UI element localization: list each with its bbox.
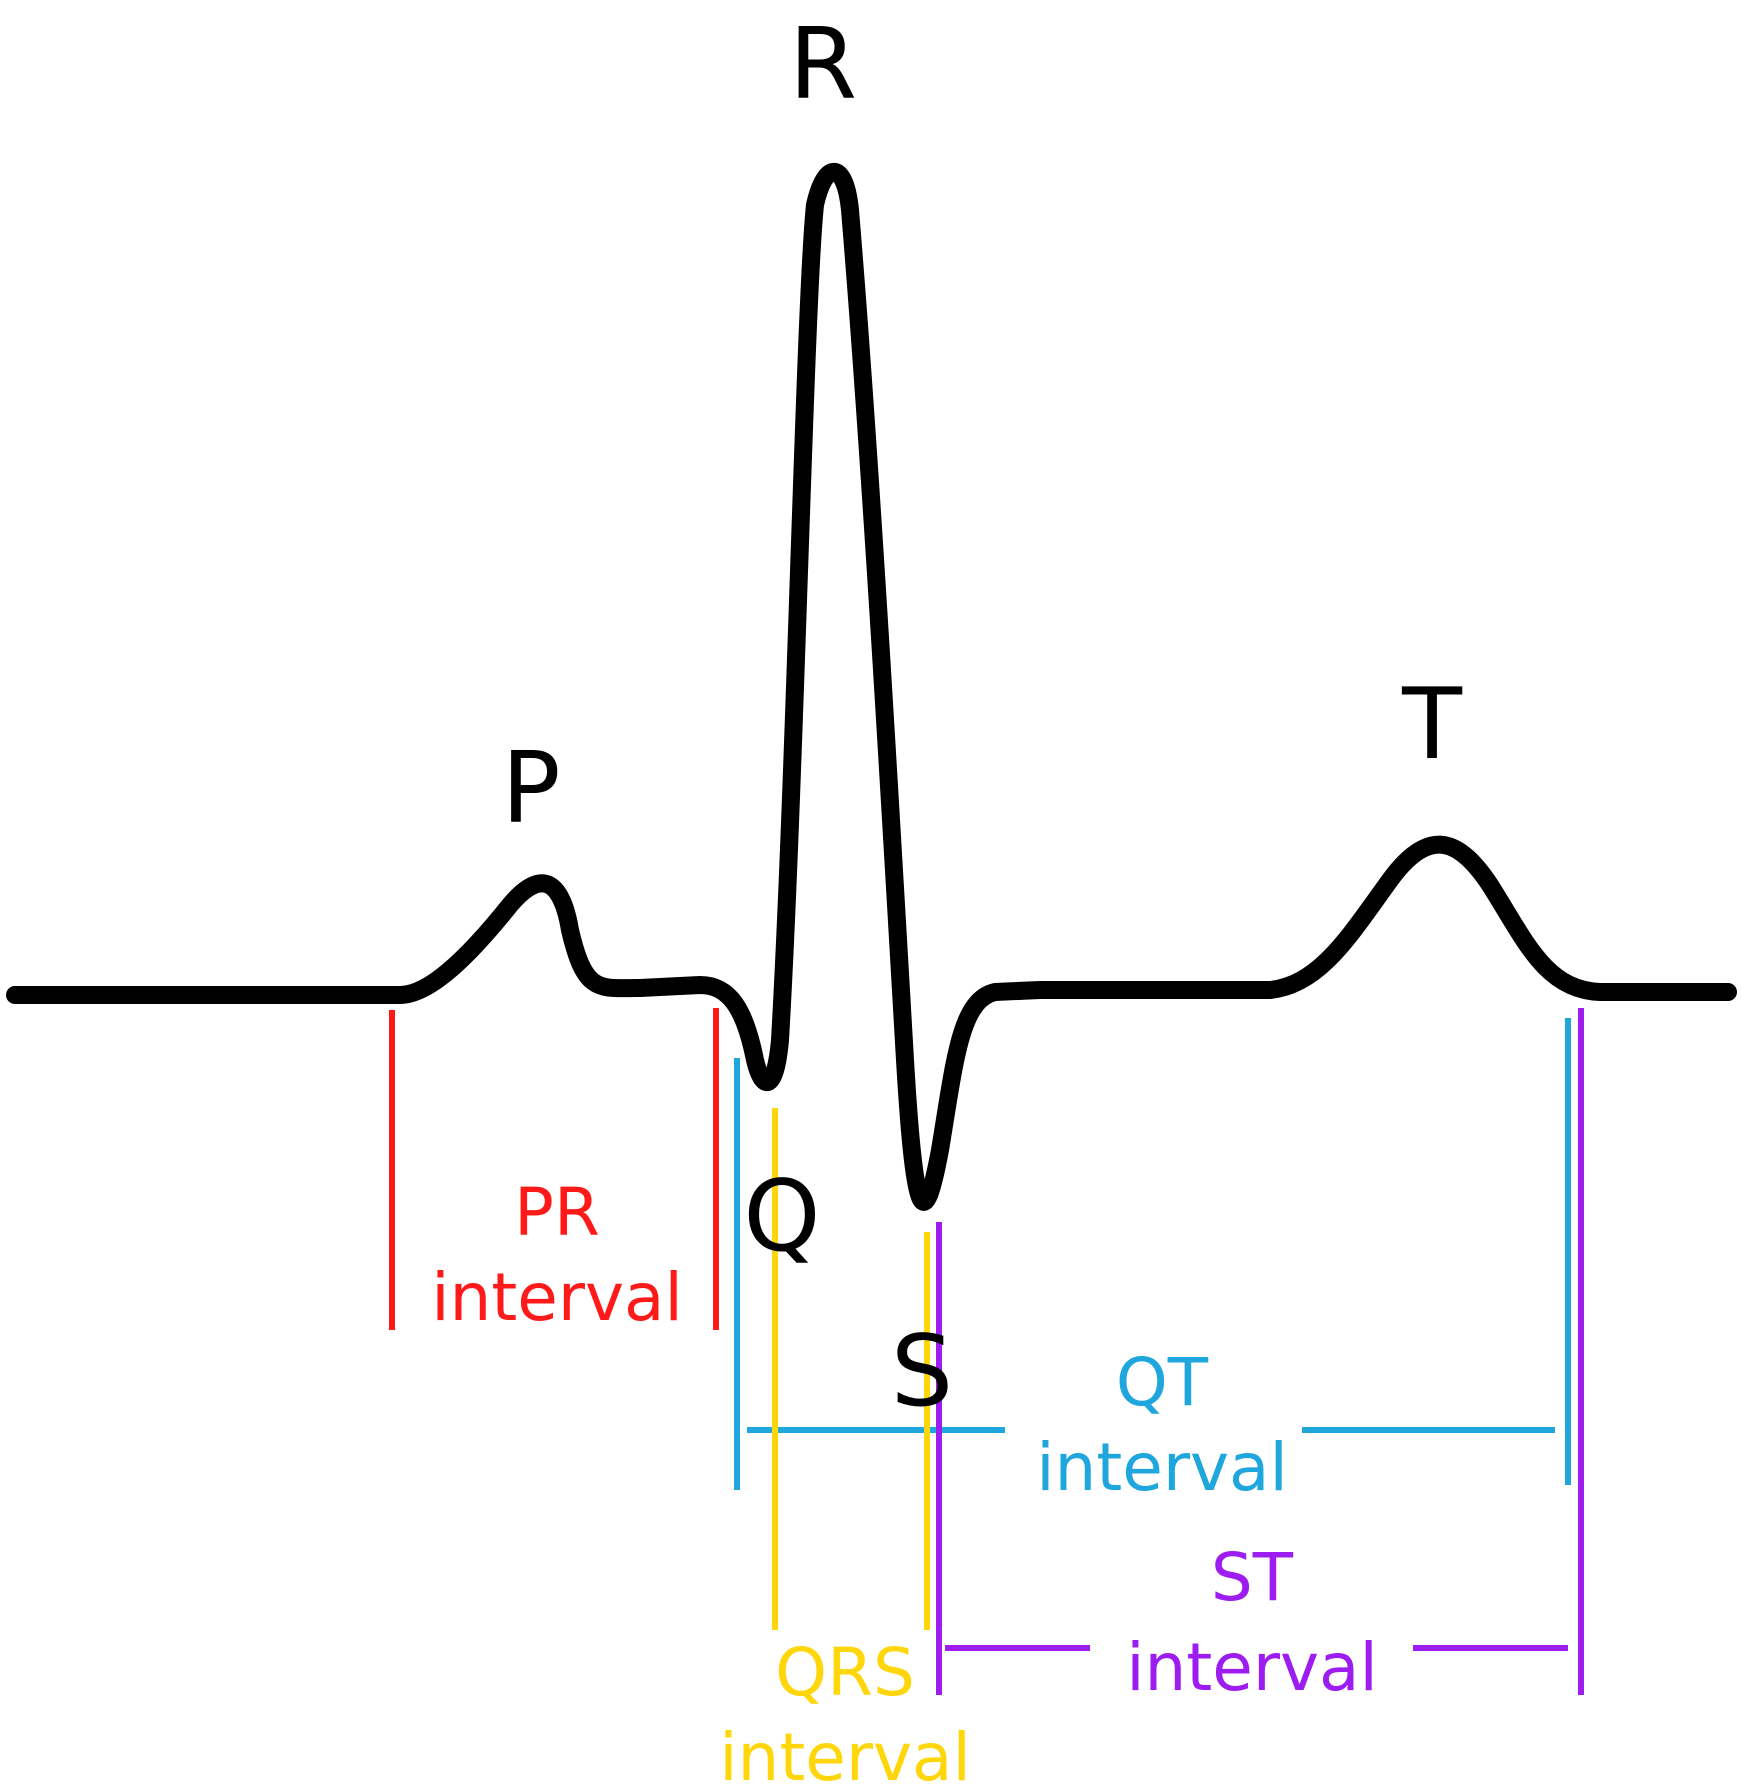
st-interval-group: ST interval bbox=[936, 1008, 1584, 1706]
wave-label-r: R bbox=[789, 8, 857, 122]
qt-interval-label-line2: interval bbox=[1036, 1429, 1288, 1506]
wave-label-t: T bbox=[1401, 668, 1463, 782]
wave-label-p: P bbox=[501, 732, 560, 846]
qt-interval-label-line1: QT bbox=[1116, 1344, 1209, 1421]
pr-interval-group: PR interval bbox=[389, 1008, 719, 1336]
wave-label-q: Q bbox=[743, 1160, 820, 1274]
qrs-interval-group: QRS interval bbox=[719, 1108, 971, 1790]
pr-interval-label-line1: PR bbox=[514, 1174, 600, 1251]
qt-interval-group: QT interval bbox=[734, 1018, 1571, 1506]
st-interval-label-line2: interval bbox=[1126, 1629, 1378, 1706]
wave-label-s: S bbox=[891, 1315, 953, 1429]
pr-interval-label-line2: interval bbox=[431, 1259, 683, 1336]
st-interval-label-line1: ST bbox=[1211, 1539, 1294, 1616]
qrs-interval-label-line1: QRS bbox=[775, 1634, 915, 1711]
ecg-trace bbox=[6, 163, 1737, 1211]
qrs-interval-label-line2: interval bbox=[719, 1719, 971, 1790]
